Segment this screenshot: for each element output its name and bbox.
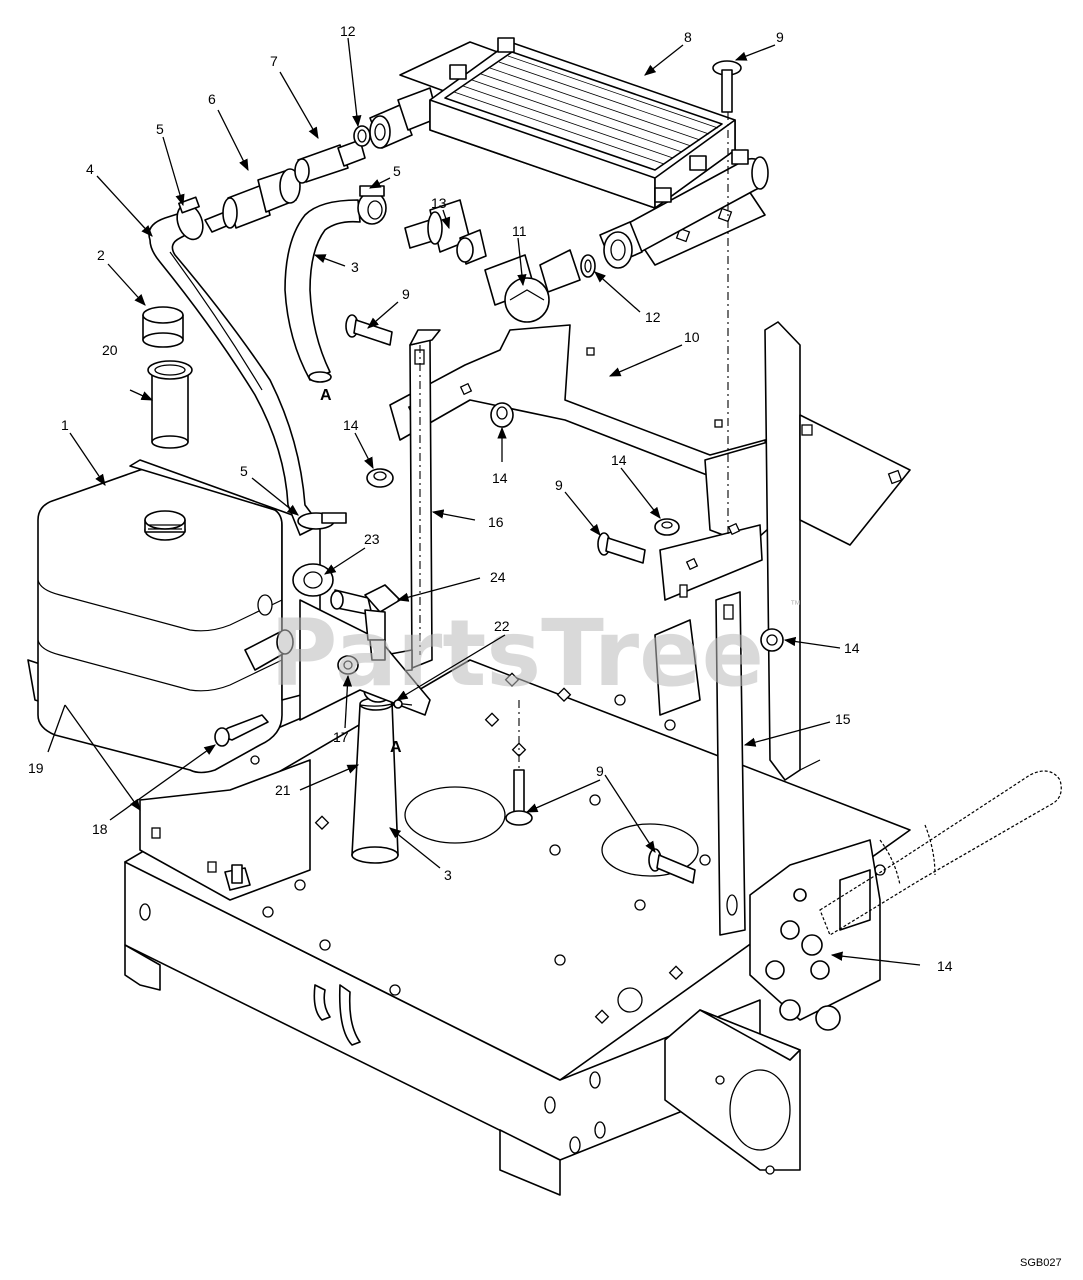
deck-bolt-front [231, 864, 243, 884]
watermark-text: PartsTree [270, 600, 764, 707]
underside-cables [313, 984, 361, 1046]
connection-label-lower: A [390, 739, 402, 756]
alignment-lines [419, 112, 729, 770]
callout-5-left: 5 [156, 121, 164, 137]
hardware [142, 60, 784, 884]
callout-16: 16 [488, 514, 504, 530]
hose-4 [148, 209, 321, 536]
deck-holes [250, 694, 886, 1013]
connection-labels: A A [320, 387, 402, 756]
strainer-20 [147, 360, 193, 449]
callout-14-left: 14 [343, 417, 359, 433]
clamp-lower [297, 512, 347, 530]
cooler-fins [453, 55, 719, 165]
callout-21: 21 [275, 782, 291, 798]
swivel-nut [369, 87, 439, 149]
callout-20: 20 [102, 342, 118, 358]
nut-14-right [760, 628, 784, 652]
tank-bolt [214, 714, 269, 747]
callout-14-bracket: 14 [611, 452, 627, 468]
nut-17 [337, 655, 359, 675]
callout-3-upper: 3 [351, 259, 359, 275]
hose-clamps [176, 185, 387, 530]
cooler-bracket [389, 324, 779, 601]
callout-labels: 1 2 3 3 4 5 5 5 6 7 8 9 9 9 9 10 11 12 1… [28, 23, 953, 974]
callout-3-lower: 3 [444, 867, 452, 883]
valve-plate [749, 839, 881, 1031]
chassis-frame [124, 659, 911, 1196]
callout-12-lower: 12 [645, 309, 661, 325]
bolt-bracket [597, 532, 646, 564]
watermark: PartsTree ™ [270, 599, 801, 707]
callout-10: 10 [684, 329, 700, 345]
callout-4: 4 [86, 161, 94, 177]
valve-fittings [765, 888, 841, 1031]
tee-fitting-24 [330, 584, 401, 661]
drawing-code: SGB027 [1020, 1257, 1062, 1269]
right-fitting-chain [404, 199, 596, 323]
clamp-22 [359, 699, 413, 709]
carriage-bolt-mid [345, 314, 393, 346]
o-ring-12-upper [353, 125, 371, 147]
cooler-nuts [449, 37, 749, 203]
clamp-upper-left [176, 196, 204, 241]
rear-upright [764, 321, 911, 781]
elbow-11 [484, 249, 581, 323]
callout-8: 8 [684, 29, 692, 45]
o-ring-12-lower [580, 254, 596, 278]
callout-11: 11 [512, 223, 527, 239]
hydraulic-line-phantom [819, 770, 1062, 936]
nut-14-bracket [654, 518, 680, 536]
clamp-upper-center [357, 185, 387, 225]
fitting-chain-left [204, 87, 439, 233]
callout-9-bracket: 9 [555, 477, 563, 493]
nut-14-center [490, 402, 514, 428]
callout-5-lower: 5 [240, 463, 248, 479]
callout-23: 23 [364, 531, 380, 547]
callout-6: 6 [208, 91, 216, 107]
callout-9-top: 9 [776, 29, 784, 45]
callout-9-deck: 9 [596, 763, 604, 779]
trademark-symbol: ™ [790, 599, 801, 611]
callout-24: 24 [490, 569, 506, 585]
callout-14-center: 14 [492, 470, 508, 486]
hose-3-upper [284, 199, 361, 383]
callout-1: 1 [61, 417, 69, 433]
oil-cooler [399, 37, 769, 269]
bolt-deck-right [648, 848, 696, 884]
callout-13: 13 [431, 195, 447, 211]
carriage-bolt-top [712, 60, 742, 113]
callout-7: 7 [270, 53, 278, 69]
callout-14-right: 14 [844, 640, 860, 656]
callout-15: 15 [835, 711, 851, 727]
callout-22: 22 [494, 618, 510, 634]
nut-14-left [366, 468, 394, 488]
callout-12-upper: 12 [340, 23, 356, 39]
center-bracket [654, 619, 701, 716]
strap-15 [715, 591, 746, 936]
filler-cap-2 [142, 306, 184, 348]
tank-outlet-fitting [244, 629, 294, 671]
callout-5-center: 5 [393, 163, 401, 179]
callout-2: 2 [97, 247, 105, 263]
barb-fitting-6 [204, 168, 301, 233]
grommet-23 [292, 563, 334, 597]
callout-17: 17 [333, 729, 349, 745]
bolt-deck [505, 769, 533, 826]
callout-14-valve: 14 [937, 958, 953, 974]
callout-18: 18 [92, 821, 108, 837]
callout-9-mid: 9 [402, 286, 410, 302]
adapter-fitting-7 [294, 139, 366, 184]
leader-lines [47, 37, 921, 966]
connection-label-upper: A [320, 387, 332, 404]
callout-19: 19 [28, 760, 44, 776]
